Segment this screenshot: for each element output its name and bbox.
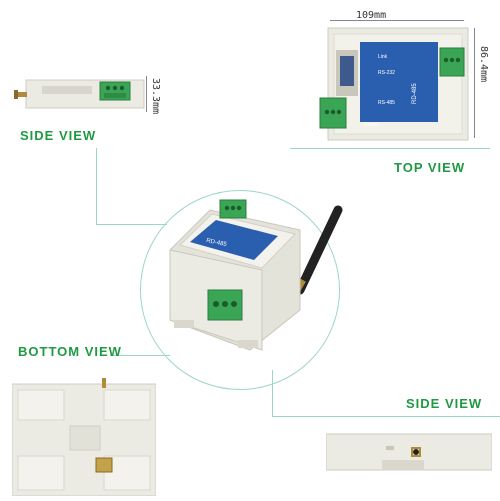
width-dimension-line — [330, 20, 464, 21]
top-view-drawing — [319, 27, 469, 141]
device-circle — [140, 190, 340, 390]
top-view-model-label: RD-485 — [412, 83, 418, 104]
width-dimension: 109mm — [356, 10, 387, 21]
side-view-bottom — [325, 430, 493, 474]
top-view-port-power: Power — [364, 122, 379, 128]
side-view-label-2: SIDE VIEW — [406, 396, 483, 411]
side-view-bottom-drawing — [325, 433, 493, 471]
connector-side-view-2-h — [272, 416, 500, 418]
depth-dimension-line — [474, 28, 475, 138]
connector-bottom-view — [110, 355, 170, 368]
connector-side-view — [96, 148, 167, 225]
top-view-port-link: Link — [378, 54, 388, 60]
top-view-label: TOP VIEW — [394, 160, 466, 175]
side-view-top-drawing — [14, 79, 145, 109]
device-3d-drawing — [169, 199, 343, 351]
top-view-port-rs485: RS-485 — [378, 100, 395, 106]
bottom-view — [11, 378, 157, 497]
connector-top-view — [290, 148, 490, 150]
top-view-port-rs232: RS-232 — [378, 70, 395, 76]
device-3d: RD-485 — [150, 190, 360, 360]
height-dimension: 33.3mm — [150, 78, 164, 114]
depth-dimension: 86.4mm — [478, 46, 492, 82]
bottom-view-drawing — [11, 378, 157, 497]
side-view-top — [14, 72, 152, 112]
top-view: RD-485 Power Link RS-232 RS-485 — [316, 24, 476, 142]
height-dimension-line — [146, 76, 147, 112]
height-dimension-text: 33.3mm — [150, 78, 161, 115]
side-view-label-1: SIDE VIEW — [20, 128, 97, 143]
bottom-view-label: BOTTOM VIEW — [18, 344, 122, 359]
depth-dimension-text: 86.4mm — [478, 46, 489, 83]
